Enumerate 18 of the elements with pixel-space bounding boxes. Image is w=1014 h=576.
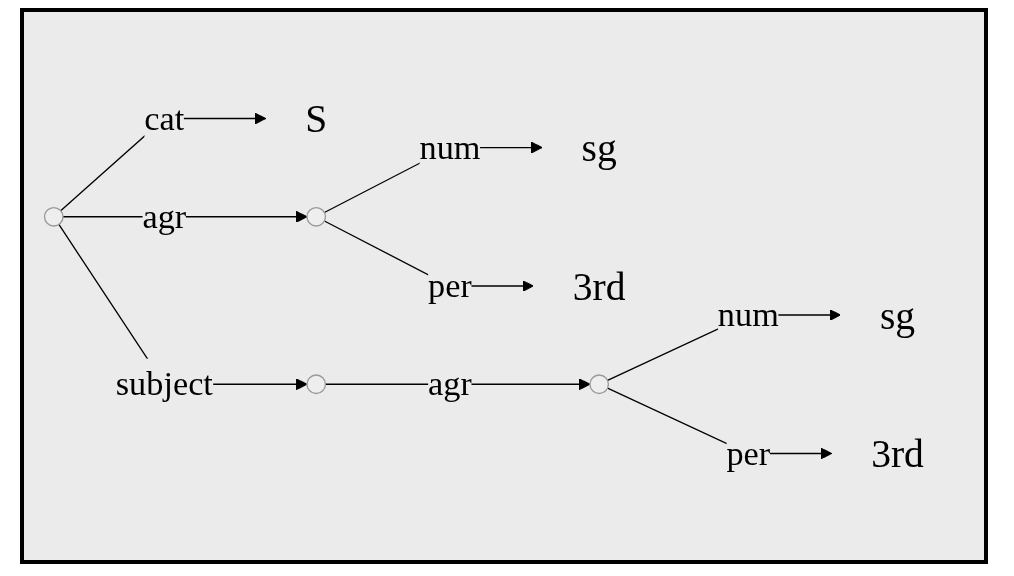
node-circle [589,374,610,395]
node-text: sg [581,125,617,170]
node-circle [306,374,327,395]
edge-label: cat [144,99,185,138]
edge-label: per [428,266,472,306]
node-text: 3rd [572,264,626,308]
edge-label: per [726,434,771,473]
edge-label: subject [115,365,213,404]
node-text: S [305,96,328,141]
node-circle [306,206,327,227]
node-text: sg [879,293,916,337]
node-text: 3rd [871,431,924,476]
edge-label: num [717,295,779,335]
edge-label: agr [428,365,472,404]
edge-label: num [419,128,481,167]
node-circle [43,206,64,227]
diagram-panel: cat agr num per subject agr num per S sg 3rd sg 3rd [20,8,988,564]
edge-label: agr [142,197,187,236]
